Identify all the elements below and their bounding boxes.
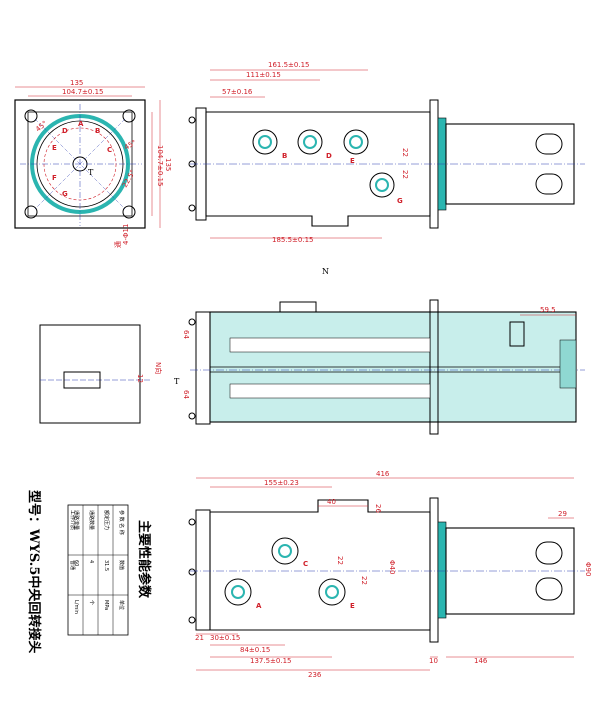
port-f-label: F	[52, 174, 57, 182]
port-d-label: D	[326, 152, 332, 160]
dim-185: 185.5±0.15	[272, 236, 314, 244]
dim-dia40: Φ40	[388, 560, 396, 574]
section-mark-t: T	[174, 377, 180, 386]
angle-22: 22.5°	[121, 168, 137, 189]
dim-236: 236	[308, 671, 322, 679]
top-view: B D E G 161.5±0.15 111±0.15 57±0.16 185.…	[188, 61, 585, 276]
section-view: 59.5 64 64 12 N向 T	[39, 299, 585, 435]
dim-30: 30±0.15	[210, 634, 240, 642]
port-a-label: A	[256, 602, 262, 610]
port-g-label: G	[62, 190, 68, 198]
table-cell: 工作介质	[69, 510, 76, 530]
dim-84: 84±0.15	[240, 646, 270, 654]
dim-21: 21	[195, 634, 204, 642]
port-e-label: E	[52, 144, 57, 152]
table-cell: 普通	[69, 560, 76, 570]
dim-64a: 64	[182, 330, 190, 339]
front-view: C A E 416 155±0.23 40 26 29 22 22 Φ40 Φ9…	[188, 470, 592, 679]
table-title: 主要性能参数	[136, 520, 152, 599]
port-a-label: A	[78, 120, 84, 128]
dim-22a: 22	[401, 148, 409, 157]
dim-104-v: 104.7±0.15	[156, 145, 164, 187]
port-b-label: B	[95, 127, 100, 135]
dim-416: 416	[376, 470, 390, 478]
dim-137: 137.5±0.15	[250, 657, 292, 665]
n-direction-label: N向	[154, 362, 163, 374]
table-cell: 通路数量	[88, 510, 95, 530]
table-cell: 4	[88, 560, 94, 563]
dim-40: 40	[327, 498, 336, 506]
port-c-label: C	[107, 146, 112, 154]
n-mark: N	[322, 267, 329, 276]
table-header: 单位	[118, 600, 125, 610]
dim-59: 59.5	[540, 306, 556, 314]
table-cell: 额定压力	[103, 510, 110, 530]
holes-note: 4-Φ11	[122, 224, 130, 245]
dim-161: 161.5±0.15	[268, 61, 310, 69]
dim-26: 26	[374, 504, 382, 513]
dim-12: 12	[136, 374, 144, 383]
table-cell: 31.5	[103, 560, 109, 571]
dim-104: 104.7±0.15	[62, 88, 104, 96]
dim-22a: 22	[336, 556, 344, 565]
dim-135: 135	[70, 79, 83, 87]
table-header: 参 数 名 称	[118, 510, 125, 535]
model-title: 型号：WYS.5中央回转接头	[26, 490, 42, 653]
mark-t: T	[88, 168, 94, 177]
dim-111: 111±0.15	[246, 71, 281, 79]
table-cell: 个	[88, 600, 94, 605]
dim-57: 57±0.16	[222, 88, 253, 96]
port-e-label: E	[350, 157, 355, 165]
dim-155: 155±0.23	[264, 479, 299, 487]
table-cell: 60	[73, 560, 79, 566]
table-header: 数值	[118, 560, 125, 570]
port-d-label: D	[62, 127, 68, 135]
dim-22b: 22	[360, 576, 368, 585]
table-cell: MPa	[103, 600, 109, 610]
flange-view: 135 104.7±0.15 135 104.7±0.15 4-Φ11 通 45…	[14, 79, 172, 248]
dim-29: 29	[558, 510, 567, 518]
dim-22b: 22	[401, 170, 409, 179]
angle-45: 45°	[123, 139, 138, 152]
through-note: 通	[113, 241, 122, 248]
port-g-label: G	[397, 197, 403, 205]
port-c-label: C	[303, 560, 308, 568]
dim-146: 146	[474, 657, 488, 665]
port-b-label: B	[282, 152, 287, 160]
dim-64b: 64	[182, 390, 190, 399]
port-e-label: E	[350, 602, 355, 610]
dim-135-v: 135	[164, 158, 172, 171]
dim-10: 10	[429, 657, 438, 665]
dim-dia90: Φ90	[584, 562, 592, 576]
table-cell: L/min	[73, 600, 79, 614]
table-cell: 通路流量	[73, 510, 80, 530]
